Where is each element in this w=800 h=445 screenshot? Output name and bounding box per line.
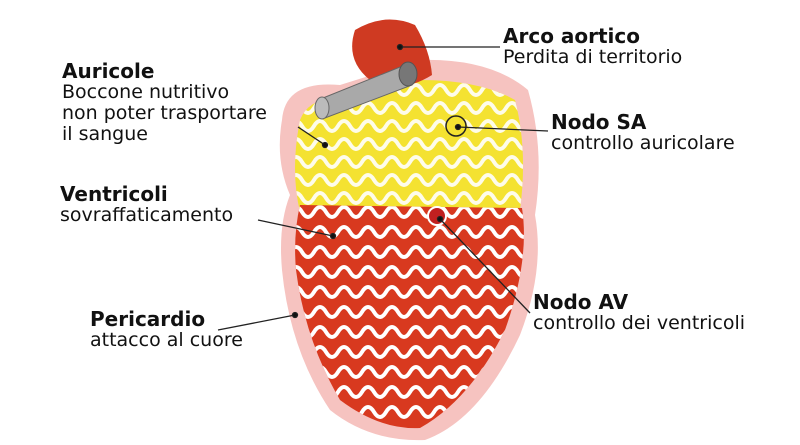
wave-stripe bbox=[295, 265, 524, 279]
wave-stripe bbox=[295, 305, 524, 319]
wave-stripe bbox=[295, 119, 524, 133]
wave-stripe bbox=[295, 137, 524, 151]
wave-stripe bbox=[295, 191, 524, 205]
wave-stripe bbox=[295, 285, 524, 299]
label-text: controllo auricolare bbox=[551, 132, 735, 154]
label-arco-aortico: Arco aortico Perdita di territorio bbox=[503, 26, 682, 68]
label-text: attacco al cuore bbox=[90, 329, 243, 351]
wave-stripe bbox=[295, 405, 524, 419]
label-pericardio: Pericardio attacco al cuore bbox=[90, 309, 243, 351]
label-text: Perdita di territorio bbox=[503, 46, 683, 68]
label-text: sovraffaticamento bbox=[60, 204, 234, 226]
wave-stripe bbox=[295, 325, 524, 339]
label-title: Nodo SA bbox=[551, 110, 647, 134]
wave-stripe bbox=[295, 225, 524, 239]
label-text: Boccone nutritivo bbox=[62, 81, 230, 103]
wave-stripe bbox=[295, 205, 524, 219]
label-nodo-av: Nodo AV controllo dei ventricoli bbox=[533, 292, 745, 334]
wave-stripe bbox=[295, 245, 524, 259]
wave-stripe bbox=[295, 345, 524, 359]
label-text: il sangue bbox=[62, 123, 148, 145]
wave-stripe bbox=[295, 155, 524, 169]
label-text: non poter trasportare bbox=[62, 102, 267, 124]
label-title: Pericardio bbox=[90, 307, 206, 331]
label-title: Auricole bbox=[62, 59, 155, 83]
label-ventricoli: Ventricoli sovraffaticamento bbox=[60, 184, 233, 226]
label-nodo-sa: Nodo SA controllo auricolare bbox=[551, 112, 735, 154]
label-title: Ventricoli bbox=[60, 182, 168, 206]
label-title: Arco aortico bbox=[503, 24, 641, 48]
leader-lines bbox=[217, 43, 549, 331]
label-text: controllo dei ventricoli bbox=[533, 312, 746, 334]
label-title: Nodo AV bbox=[533, 290, 629, 314]
wave-stripe bbox=[295, 173, 524, 187]
vessel bbox=[314, 61, 418, 120]
label-auricole: Auricole Boccone nutritivo non poter tra… bbox=[62, 61, 267, 145]
